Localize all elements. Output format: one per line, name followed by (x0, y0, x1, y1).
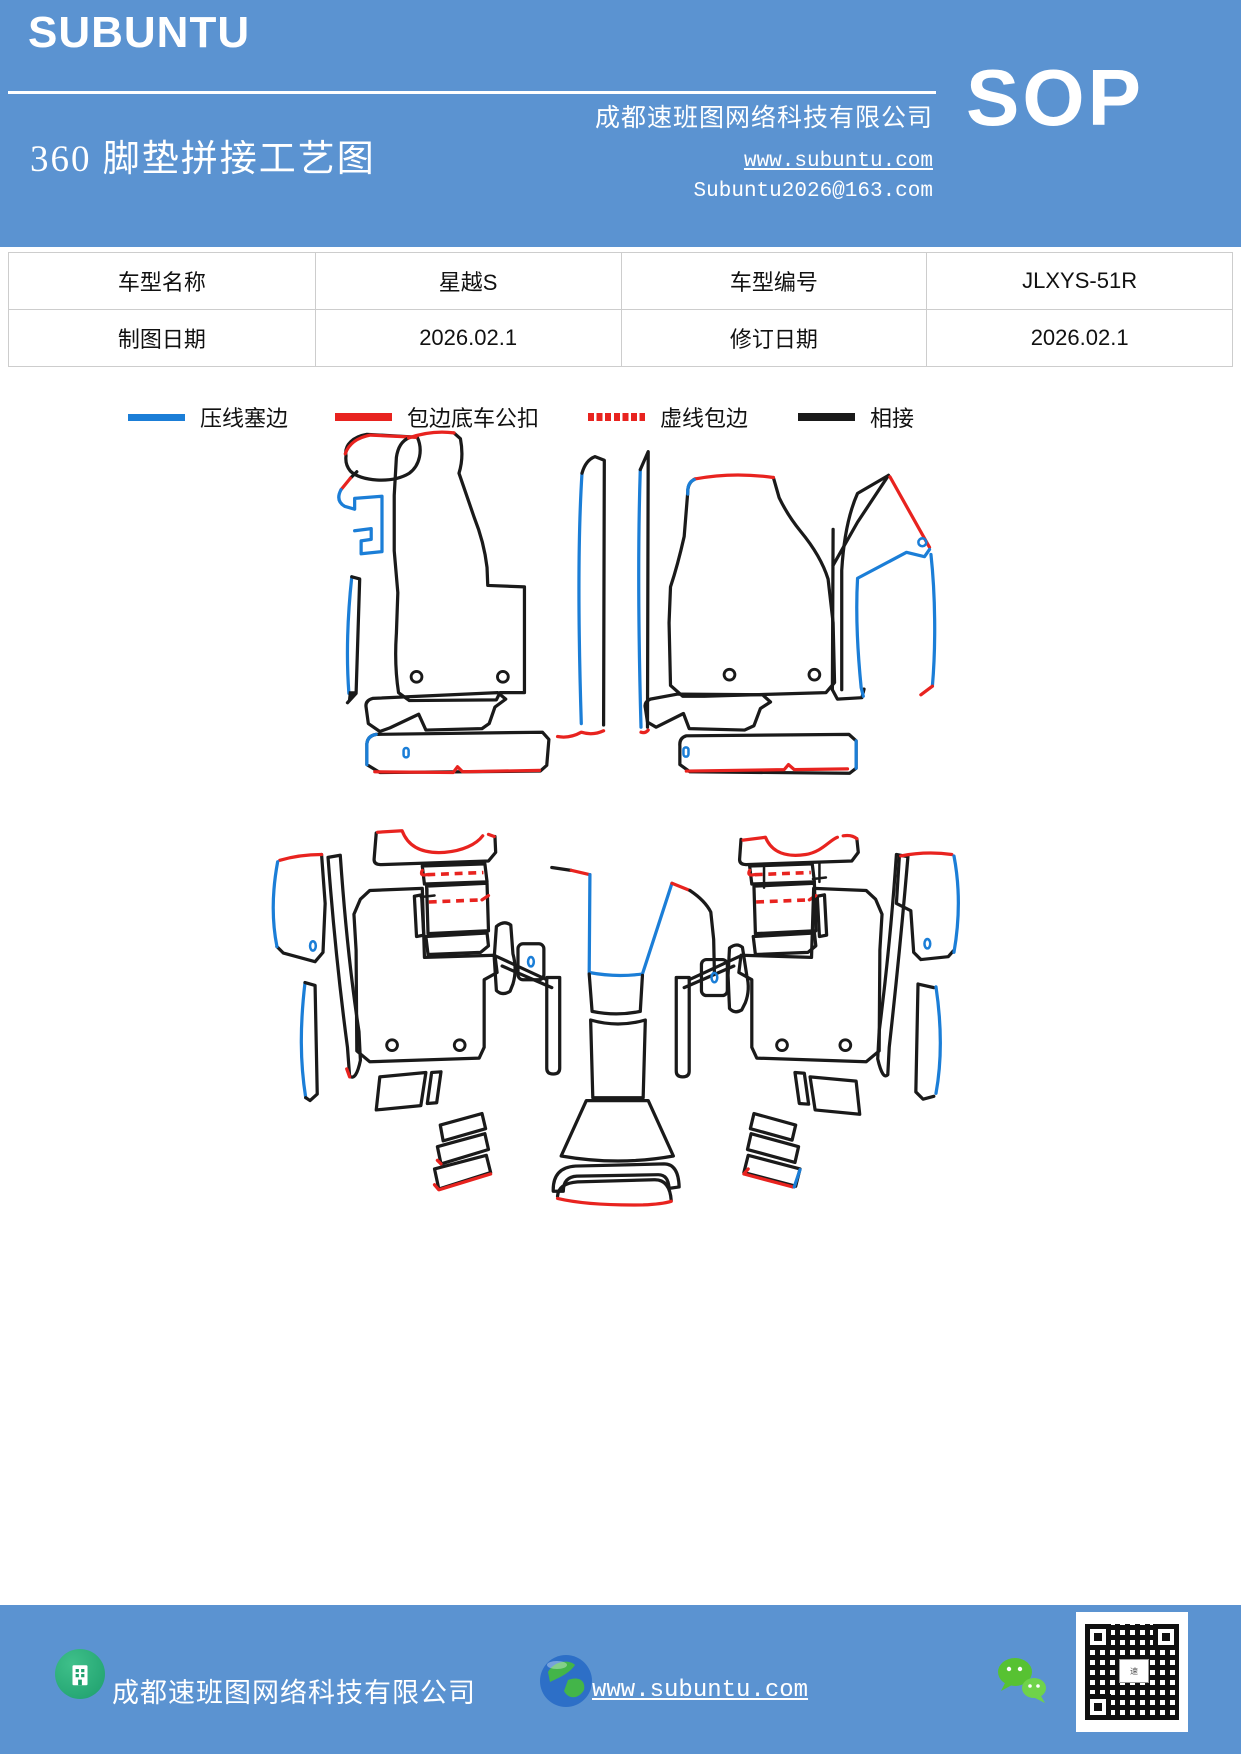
legend-item-binding-buckle: 包边底车公扣 (335, 401, 539, 433)
header-divider (8, 91, 936, 94)
revise-date-value: 2026.02.1 (926, 310, 1232, 366)
front-mats-diagram (337, 430, 937, 775)
legend-item-joint: 相接 (798, 401, 914, 433)
header-website-link[interactable]: www.subuntu.com (743, 150, 933, 173)
model-code-label: 车型编号 (620, 253, 927, 309)
revise-date-label: 修订日期 (620, 310, 927, 366)
sop-badge: SOP (966, 53, 1144, 142)
header-company-name: 成都速班图网络科技有限公司 (594, 105, 933, 132)
blue-line-swatch (128, 413, 185, 421)
red-dashed-swatch (588, 413, 645, 421)
qr-code: 速 (1076, 1612, 1188, 1732)
line-legend: 压线塞边 包边底车公扣 虚线包边 相接 (0, 401, 1241, 433)
brand-logo: SUBUNTU (28, 8, 251, 57)
wechat-icon (993, 1655, 1049, 1710)
qr-center-logo: 速 (1119, 1659, 1149, 1683)
legend-item-dashed-binding: 虚线包边 (588, 401, 748, 433)
table-row: 车型名称 星越S 车型编号 JLXYS-51R (9, 253, 1232, 309)
footer-website-link[interactable]: www.subuntu.com (592, 1677, 809, 1704)
legend-item-press-edge: 压线塞边 (128, 401, 288, 433)
footer: 成都速班图网络科技有限公司 www.subuntu.com (0, 1605, 1241, 1754)
qr-finder (1085, 1694, 1111, 1720)
building-icon (55, 1649, 105, 1699)
model-name-value: 星越S (314, 253, 621, 309)
draw-date-label: 制图日期 (117, 327, 206, 352)
globe-icon (538, 1653, 594, 1714)
draw-date-value: 2026.02.1 (314, 310, 621, 366)
legend-label: 相接 (870, 406, 915, 431)
process-diagram-svg (271, 430, 960, 1207)
table-row: 制图日期 2026.02.1 修订日期 2026.02.1 (9, 309, 1232, 366)
legend-label: 虚线包边 (660, 406, 749, 431)
model-code-value: JLXYS-51R (926, 253, 1232, 309)
qr-finder (1153, 1624, 1179, 1650)
model-name-label: 车型名称 (117, 270, 206, 295)
legend-label: 压线塞边 (200, 406, 289, 431)
red-line-swatch (335, 413, 392, 421)
footer-company-name: 成都速班图网络科技有限公司 (112, 1678, 476, 1708)
qr-finder (1085, 1624, 1111, 1650)
black-line-swatch (798, 413, 855, 421)
vehicle-info-table: 车型名称 星越S 车型编号 JLXYS-51R 制图日期 2026.02.1 修… (8, 252, 1233, 367)
header-email: Subuntu2026@163.com (693, 180, 933, 203)
page-title: 360 脚垫拼接工艺图 (30, 139, 376, 180)
header: SUBUNTU 360 脚垫拼接工艺图 成都速班图网络科技有限公司 SOP ww… (0, 0, 1241, 247)
legend-label: 包边底车公扣 (407, 406, 540, 431)
rear-mats-diagram (271, 829, 960, 1207)
